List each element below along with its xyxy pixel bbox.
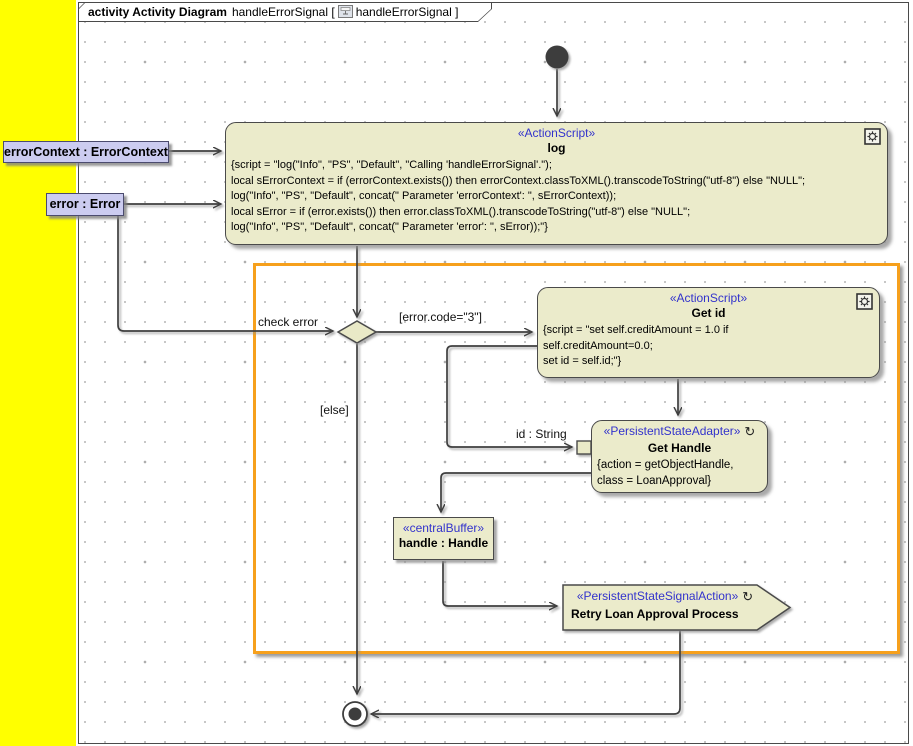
signal-stereotype: «PersistentStateSignalAction» [576,589,739,603]
log-stereotype: «ActionScript» [517,126,596,140]
get-handle-name: Get Handle [647,441,712,455]
parameter-node-errorcontext[interactable]: errorContext : ErrorContext [3,141,169,163]
persistent-state-icon: ↻ [744,424,756,439]
log-script-line: local sError = if (error.exists()) then … [231,205,691,218]
signal-action-node[interactable]: «PersistentStateSignalAction»↻ Retry Loa… [563,585,759,630]
frame-title-tab: activity Activity Diagram handleErrorSign… [78,2,492,22]
edge-label-guard-else[interactable]: [else] [320,403,349,417]
get-id-name: Get id [691,306,726,320]
edge-label-guard-code[interactable]: [error.code="3"] [399,310,482,324]
frame-title: activity Activity Diagram handleErrorSign… [79,3,491,21]
edge-label-id-string[interactable]: id : String [516,427,567,441]
central-buffer-name: handle : Handle [398,536,489,550]
action-node-get-handle[interactable]: «PersistentStateAdapter»↻ Get Handle {ac… [591,420,768,493]
central-buffer-node[interactable]: «centralBuffer» handle : Handle [393,517,494,560]
log-name: log [547,141,566,155]
log-script-line: local sErrorContext = if (errorContext.e… [231,174,806,187]
signal-name: Retry Loan Approval Process [571,607,739,621]
frame-ref: handleErrorSignal ] [355,5,459,19]
log-script-line: {script = "log("Info", "PS", "Default", … [231,159,552,171]
activity-diagram-icon [338,5,353,23]
central-buffer-stereotype: «centralBuffer» [402,521,485,535]
frame-kind-label: activity Activity Diagram [88,5,227,19]
edge-label-check-error[interactable]: check error [258,315,319,329]
frame-name: handleErrorSignal [ [231,5,335,19]
actionscript-gear-icon [856,293,873,315]
action-node-log[interactable]: «ActionScript» log {script = "log("Info"… [225,122,888,245]
yellow-sidebar [0,0,76,746]
get-id-script-line: set id = self.id;"} [543,355,622,367]
get-handle-stereotype: «PersistentStateAdapter» [603,424,741,438]
get-id-script-line: self.creditAmount=0.0; [543,339,653,352]
get-handle-body-line: class = LoanApproval} [597,474,712,487]
log-script-line: log("Info", "PS", "Default", concat(" Pa… [231,221,548,233]
action-node-get-id[interactable]: «ActionScript» Get id {script = "set sel… [537,287,880,378]
persistent-state-icon: ↻ [742,589,754,604]
actionscript-gear-icon [864,128,881,150]
get-id-stereotype: «ActionScript» [669,291,748,305]
get-handle-body-line: {action = getObjectHandle, [597,459,734,471]
get-id-script-line: {script = "set self.creditAmount = 1.0 i… [543,324,729,336]
log-script-line: log("Info", "PS", "Default", concat(" Pa… [231,190,617,202]
parameter-node-error[interactable]: error : Error [46,193,124,216]
